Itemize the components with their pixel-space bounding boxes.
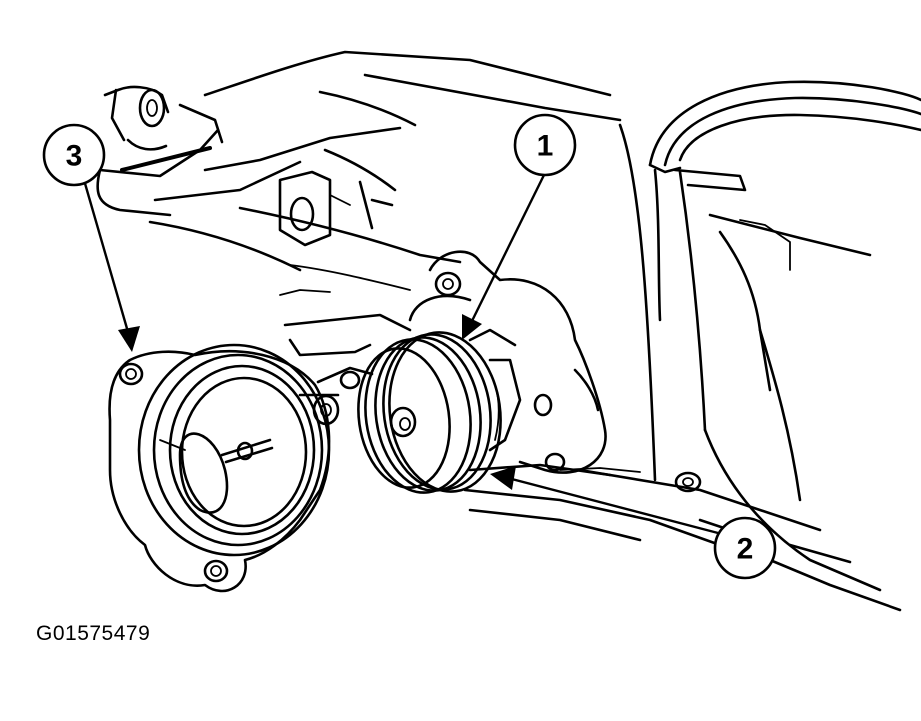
- callout-1-circle: [513, 113, 577, 177]
- engine-block-outline: [96, 50, 622, 296]
- callout-2: 2: [490, 466, 777, 580]
- water-pump-pulley: [357, 331, 502, 494]
- water-pump-body: [408, 250, 607, 474]
- belt-loop: [618, 80, 921, 482]
- callout-1-label: 1: [537, 130, 554, 163]
- thermostat-housing: [108, 343, 331, 593]
- engine-mount-boss: [278, 170, 351, 247]
- callout-3-circle: [42, 123, 106, 187]
- callout-2-circle: [713, 516, 777, 580]
- mount-bracket: [103, 85, 212, 172]
- figure-code: G01575479: [36, 622, 151, 645]
- callout-3: 3: [42, 123, 140, 352]
- callout-2-label: 2: [737, 533, 754, 566]
- callout-3-label: 3: [66, 140, 83, 173]
- callout-1: 1: [462, 113, 577, 340]
- lower-rail: [463, 463, 722, 547]
